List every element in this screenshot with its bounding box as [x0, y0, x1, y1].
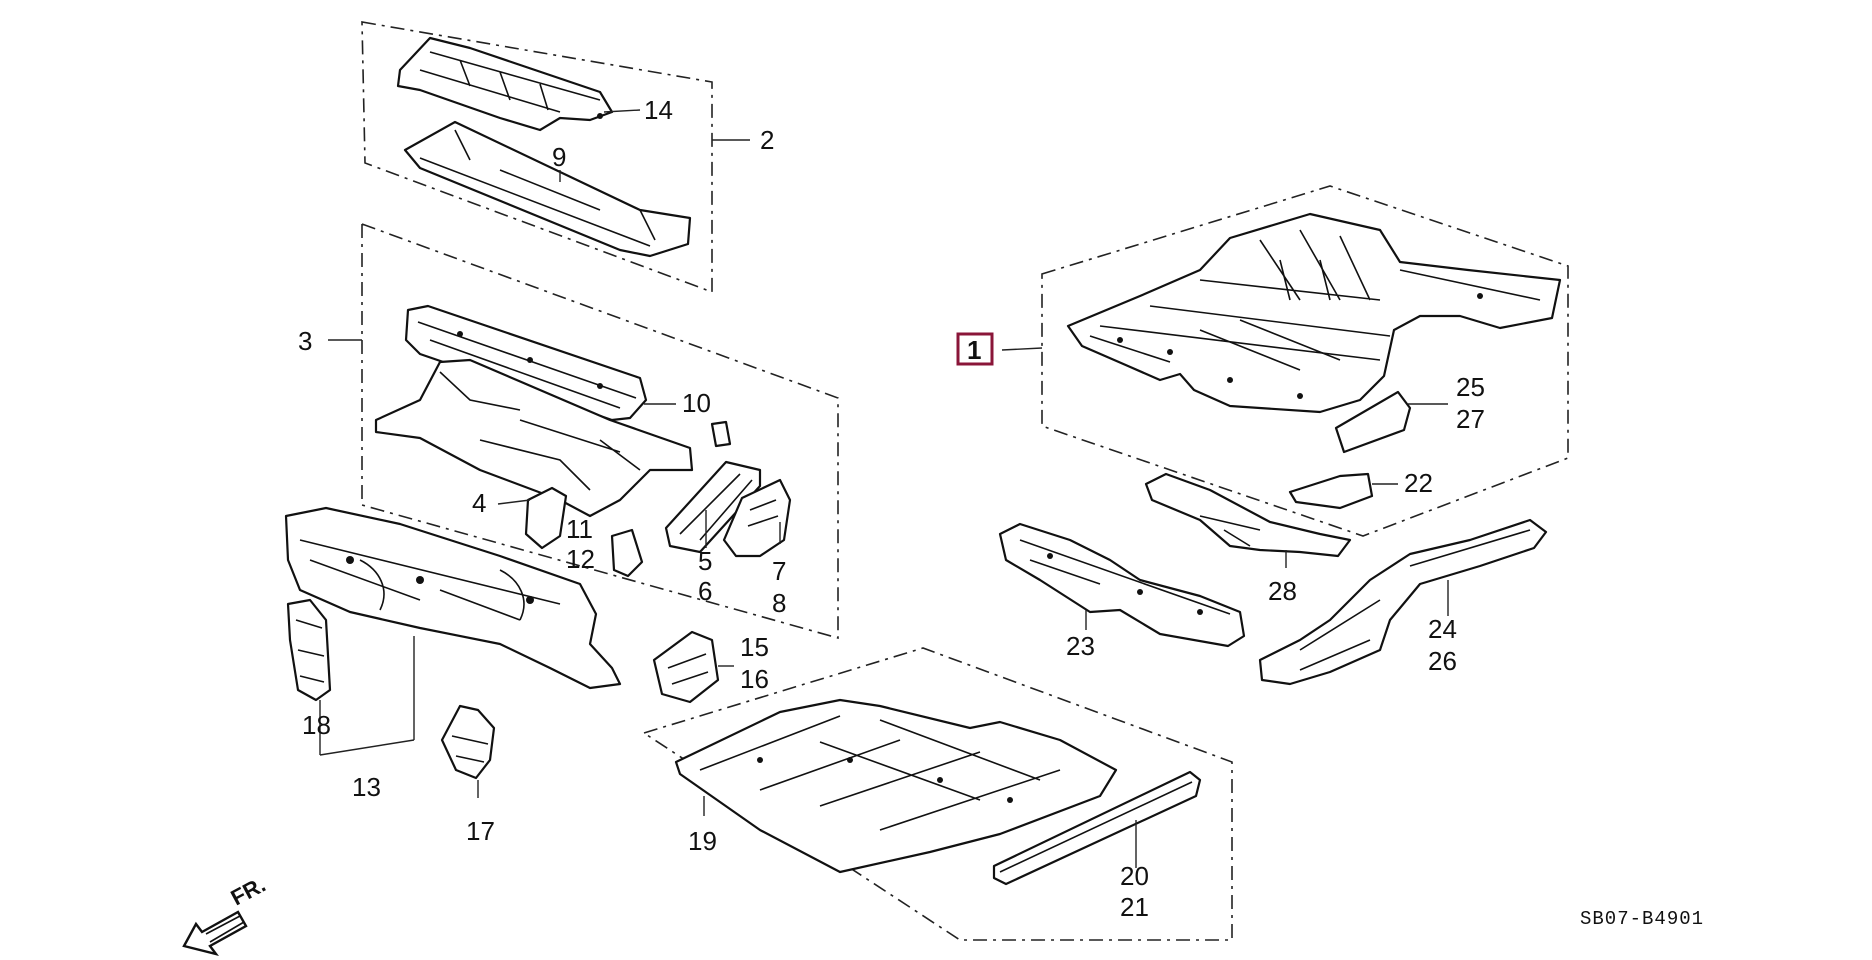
part-13-drawing — [284, 506, 622, 690]
part-5-6-drawing — [664, 460, 762, 554]
callout-13: 13 — [352, 772, 381, 802]
callout-27: 27 — [1456, 404, 1485, 434]
callout-24: 24 — [1428, 614, 1457, 644]
callout-19: 19 — [688, 826, 717, 856]
callout-3: 3 — [298, 326, 312, 356]
part-20-21-drawing — [992, 770, 1202, 886]
part-14-drawing — [396, 36, 614, 132]
callout-10: 10 — [682, 388, 711, 418]
callout-20: 20 — [1120, 861, 1149, 891]
callout-2: 2 — [760, 125, 774, 155]
part-19-drawing — [674, 698, 1118, 874]
group-box-2 — [361, 21, 713, 294]
part-10-drawing — [404, 304, 648, 422]
callout-18: 18 — [302, 710, 331, 740]
part-22-drawing — [1288, 472, 1374, 510]
callout-1[interactable]: 1 — [967, 335, 981, 365]
group-box-19 — [642, 647, 1233, 941]
part-9-drawing — [403, 120, 692, 258]
part-28-drawing — [1144, 472, 1352, 558]
callout-12: 12 — [566, 544, 595, 574]
callout-4: 4 — [472, 488, 486, 518]
callout-23: 23 — [1066, 631, 1095, 661]
callout-6: 6 — [698, 576, 712, 606]
callout-25: 25 — [1456, 372, 1485, 402]
part-11-12-drawing — [610, 528, 644, 578]
part-small-bracket-drawing — [710, 420, 732, 448]
part-25-27-drawing — [1334, 390, 1412, 454]
callout-28: 28 — [1268, 576, 1297, 606]
group-box-1 — [1041, 185, 1569, 537]
callout-17: 17 — [466, 816, 495, 846]
part-24-26-drawing — [1258, 518, 1548, 686]
callout-26: 26 — [1428, 646, 1457, 676]
callout-11: 11 — [566, 514, 593, 544]
callout-8: 8 — [772, 588, 786, 618]
part-4-drawing — [524, 486, 568, 550]
group-box-3 — [361, 222, 839, 640]
part-1-drawing — [1066, 212, 1562, 414]
callout-21: 21 — [1120, 892, 1149, 922]
callout-15: 15 — [740, 632, 769, 662]
callout-7: 7 — [772, 556, 786, 586]
callout-9: 9 — [552, 142, 566, 172]
diagram-code: SB07-B4901 — [1580, 908, 1704, 930]
part-23-drawing — [998, 522, 1246, 648]
front-arrow-label: FR. — [227, 872, 270, 911]
callout-1-highlight — [956, 332, 994, 366]
part-7-8-drawing — [722, 478, 792, 558]
front-arrow: FR. — [182, 872, 270, 956]
callout-5: 5 — [698, 546, 712, 576]
callout-14: 14 — [644, 95, 673, 125]
part-15-16-drawing — [652, 630, 720, 704]
part-dashboard-upper-drawing — [374, 358, 694, 518]
part-17-drawing — [440, 704, 496, 780]
leader-lines — [319, 109, 1449, 868]
callout-22: 22 — [1404, 468, 1433, 498]
front-arrow-icon — [182, 910, 248, 956]
part-18-drawing — [286, 598, 332, 702]
callout-16: 16 — [740, 664, 769, 694]
